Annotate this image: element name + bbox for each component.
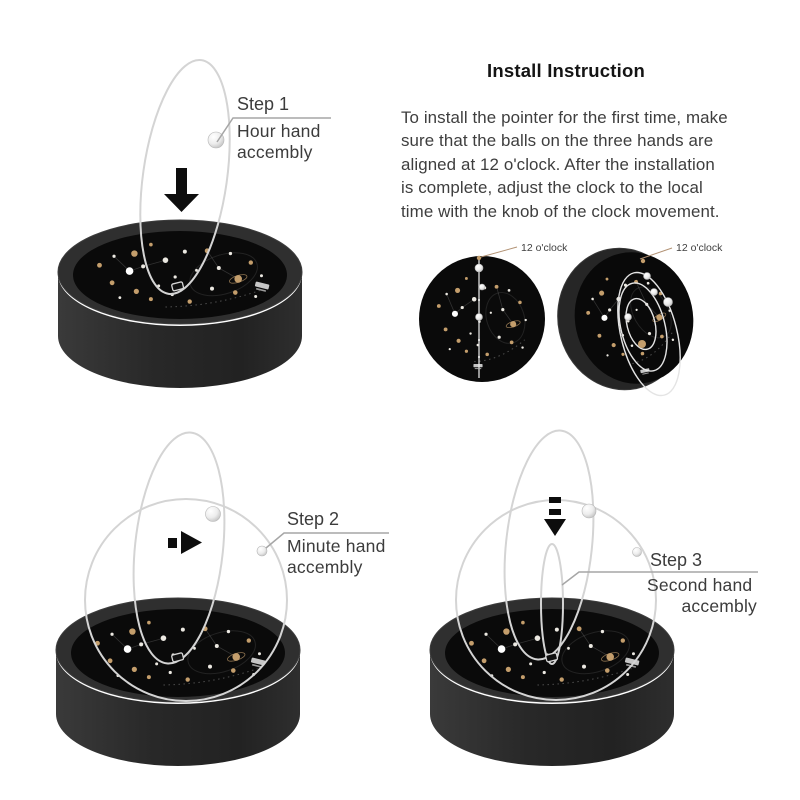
orbit-ball (475, 313, 483, 321)
alignment-clocks-illustration: 12 o'clock 12 o'clock (419, 242, 723, 397)
orbit-ball (643, 272, 651, 280)
step-caption-line1: Second hand (647, 575, 752, 595)
orbit-ball (624, 313, 632, 321)
clock-base (57, 219, 303, 389)
instruction-line: To install the pointer for the first tim… (401, 108, 728, 127)
instruction-line: aligned at 12 o'clock. After the install… (401, 154, 715, 174)
starfield (586, 277, 675, 365)
step-caption-line2: accembly (237, 142, 313, 162)
orbit-ball (663, 297, 673, 307)
brand-logo (250, 657, 266, 668)
hour-orbit-wire (139, 59, 231, 295)
orbit-ball (478, 283, 486, 291)
down-arrow-icon (164, 168, 199, 212)
leader-line (216, 117, 331, 143)
orbit-ball (632, 547, 642, 557)
minute-orbit-wire (618, 282, 668, 372)
minute-orbit-wire (84, 498, 288, 702)
center-connector (545, 652, 559, 663)
brand-logo (473, 364, 483, 370)
brand-logo (254, 281, 270, 292)
instruction-line: is complete, adjust the clock to the loc… (401, 178, 703, 198)
leader-line (561, 571, 758, 586)
leader-line (265, 532, 389, 549)
hour-orbit-wire (503, 429, 595, 661)
starfield (95, 620, 261, 686)
orbit-ball (256, 545, 268, 557)
instruction-line: time with the knob of the clock movement… (401, 201, 720, 221)
instruction-line: sure that the balls on the three hands a… (401, 131, 714, 151)
step-label: Step 3 (650, 550, 702, 570)
step2-illustration: Step 2 Minute hand accembly (55, 431, 389, 767)
step1-illustration: Step 1 Hour hand accembly (57, 59, 331, 389)
step-label: Step 2 (287, 509, 339, 529)
twelve-oclock-label-front: 12 o'clock (521, 242, 568, 254)
twelve-marker-dot (640, 258, 646, 264)
step-caption-line2: accembly (287, 557, 363, 577)
right-arrow-icon (168, 531, 202, 554)
clock-base (55, 597, 301, 767)
center-connector (171, 281, 185, 292)
orbit-ball (207, 131, 225, 149)
center-connector (171, 652, 185, 663)
brand-logo (640, 368, 650, 375)
hour-orbit-wire (625, 297, 657, 351)
orbit-ball (650, 288, 658, 296)
leader-line (639, 247, 673, 260)
twelve-marker-dot (476, 255, 482, 261)
step-caption-line2: accembly (681, 596, 757, 616)
step3-illustration: Step 3 Second hand accembly (429, 429, 758, 767)
page-title: Install Instruction (487, 60, 645, 81)
orbit-ball (474, 263, 484, 273)
instruction-paragraph: To install the pointer for the first tim… (401, 106, 773, 223)
clock-base (429, 597, 675, 767)
hour-orbit-wire (132, 431, 226, 665)
twelve-oclock-label-side: 12 o'clock (676, 242, 723, 254)
front-view-clock (419, 255, 545, 382)
planet-dot (638, 340, 646, 348)
second-orbit-wire (617, 271, 681, 397)
step-caption-line1: Minute hand (287, 536, 386, 556)
orbit-ball (581, 503, 597, 519)
step-label: Step 1 (237, 94, 289, 114)
leader-line (480, 246, 518, 258)
step-caption-line1: Hour hand (237, 121, 321, 141)
orbit-ball (205, 506, 221, 522)
dashed-down-arrow-icon (544, 497, 566, 536)
second-orbit-wire (540, 543, 564, 665)
side-view-clock (557, 247, 694, 397)
